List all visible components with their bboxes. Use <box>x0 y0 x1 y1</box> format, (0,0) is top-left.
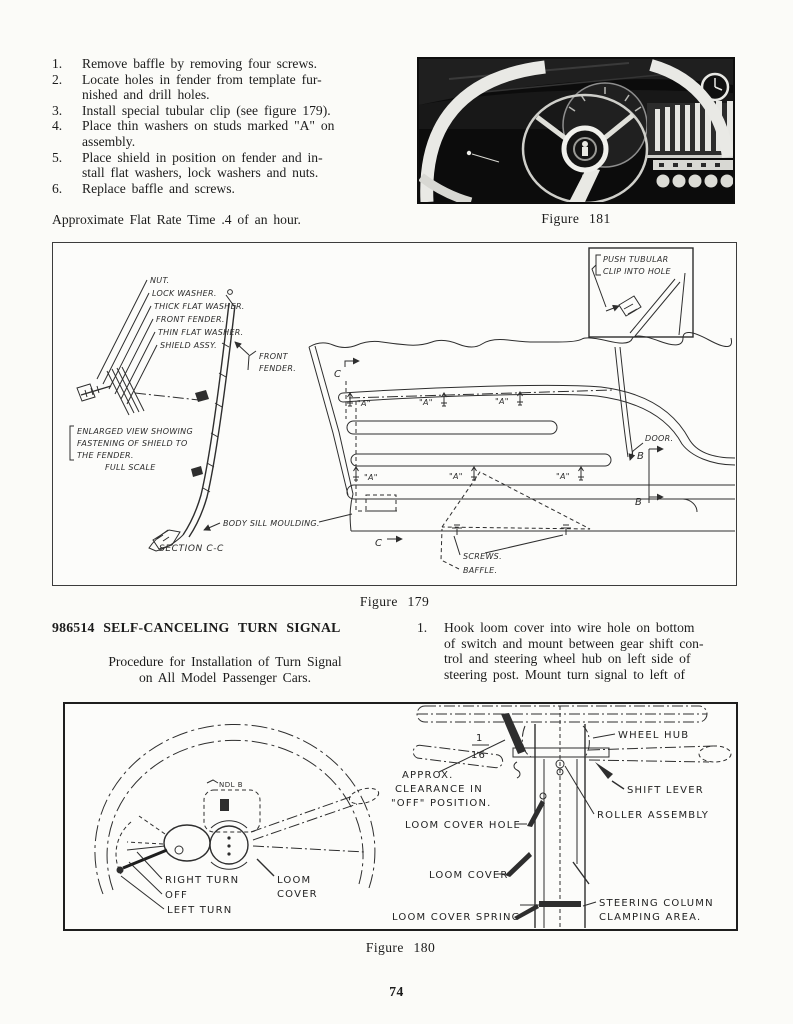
list-item: 3. Install special tubular clip (see figu… <box>52 103 400 119</box>
section-mark-c-top: C <box>334 369 341 380</box>
figure-180-caption: Figure 180 <box>365 940 436 955</box>
svg-text:"A": "A" <box>357 399 371 408</box>
enlarged-note-line2: FASTENING OF SHIELD TO <box>77 439 188 448</box>
turn-signal-steps-list: 1. Hook loom cover into wire hole on bott… <box>417 620 767 682</box>
label-right-turn: RIGHT TURN <box>165 875 239 886</box>
svg-text:"A": "A" <box>419 398 433 407</box>
label-loom-cover-spring: LOOM COVER SPRING <box>392 912 521 923</box>
step-number: 3. <box>52 102 63 118</box>
list-item: 2. Locate holes in fender from template f… <box>52 72 400 103</box>
svg-text:"A": "A" <box>364 473 378 482</box>
step-number: 1. <box>417 620 428 635</box>
section-heading: 986514 SELF-CANCELING TURN SIGNAL <box>52 620 341 635</box>
stud-a-marks: "A" "A" "A" "A" "A" "A" <box>347 391 584 482</box>
label-approx-line2: CLEARANCE IN <box>395 784 483 795</box>
label-thick-flat-washer: THICK FLAT WASHER. <box>154 302 245 311</box>
figure-180-drawing: NDL B RIGHT TURN OFF LEFT TURN LOOM <box>94 705 732 928</box>
flat-rate-note: Approximate Flat Rate Time .4 of an hour… <box>52 212 301 227</box>
step-text: Replace baffle and screws. <box>82 180 235 196</box>
label-thin-flat-washer: THIN FLAT WASHER. <box>158 328 244 337</box>
section-mark-b-top: B <box>637 451 644 462</box>
step-number: 2. <box>52 71 63 87</box>
section-mark-b-bottom: B <box>635 497 642 508</box>
hub-small-text: NDL B <box>219 781 243 789</box>
label-wheel-hub: WHEEL HUB <box>618 730 689 741</box>
label-loom-cover: LOOM COVER <box>429 870 509 881</box>
label-nut: NUT. <box>150 276 170 285</box>
svg-text:"A": "A" <box>556 472 570 481</box>
clearance-fraction-numerator: 1 <box>476 733 484 744</box>
inset-note-line1: PUSH TUBULAR <box>603 255 669 264</box>
list-item: 5. Place shield in position on fender and… <box>52 150 400 181</box>
installation-steps-list: 1. Remove baffle by removing four screws.… <box>52 56 400 196</box>
enlarged-note-line4: FULL SCALE <box>105 463 156 472</box>
enlarged-note-line1: ENLARGED VIEW SHOWING <box>77 427 193 436</box>
step-text: Remove baffle by removing four screws. <box>82 56 317 71</box>
label-screws: SCREWS. <box>463 552 502 561</box>
step-text: Hook loom cover into wire hole on bottom… <box>444 620 704 682</box>
label-front-fender-line1: FRONT <box>259 352 289 361</box>
figure-179-box: PUSH TUBULAR CLIP INTO HOLE NUT. LOCK WA… <box>52 242 737 586</box>
list-item: 4. Place thin washers on studs marked "A"… <box>52 118 400 149</box>
procedure-note: Procedure for Installation of Turn Signa… <box>108 654 342 685</box>
label-steering-column-line2: CLAMPING AREA. <box>599 912 701 923</box>
label-shift-lever: SHIFT LEVER <box>627 785 704 796</box>
step-number: 6. <box>52 180 63 196</box>
step-text: Locate holes in fender from template fur… <box>82 71 322 103</box>
step-number: 4. <box>52 118 63 134</box>
clearance-fraction-denominator: 16 <box>471 750 486 761</box>
figure-181-caption: Figure 181 <box>541 211 611 226</box>
label-baffle: BAFFLE. <box>463 566 497 575</box>
step-number: 1. <box>52 56 63 71</box>
step-text: Install special tubular clip (see figure… <box>82 102 331 118</box>
label-shield-assy: SHIELD ASSY. <box>160 341 217 350</box>
svg-text:"A": "A" <box>495 397 509 406</box>
label-door: DOOR. <box>645 434 673 443</box>
figure-179-caption: Figure 179 <box>359 594 430 609</box>
svg-text:"A": "A" <box>449 472 463 481</box>
label-roller-assembly: ROLLER ASSEMBLY <box>597 810 709 821</box>
label-body-sill-moulding: BODY SILL MOULDING. <box>223 519 320 528</box>
label-lock-washer: LOCK WASHER. <box>152 289 217 298</box>
label-section-cc: SECTION C-C <box>159 544 224 554</box>
dashboard-photo-art <box>419 59 733 202</box>
list-item: 6. Replace baffle and screws. <box>52 181 400 197</box>
label-loom-cover-left-line1: LOOM <box>277 875 311 886</box>
list-item: 1. Remove baffle by removing four screws. <box>52 56 400 72</box>
step-text: Place thin washers on studs marked "A" o… <box>82 118 335 149</box>
enlarged-note-line3: THE FENDER. <box>77 451 134 460</box>
figure-180-box: NDL B RIGHT TURN OFF LEFT TURN LOOM <box>63 702 738 931</box>
inset-note-line2: CLIP INTO HOLE <box>603 267 672 276</box>
step-text: Place shield in position on fender and i… <box>82 149 323 181</box>
figure-181-photo <box>417 57 735 204</box>
label-loom-cover-hole: LOOM COVER HOLE <box>405 820 521 831</box>
list-item: 1. Hook loom cover into wire hole on bott… <box>417 620 767 682</box>
label-front-fender-line2: FENDER. <box>259 364 296 373</box>
label-approx-line1: APPROX. <box>402 770 454 781</box>
step-number: 5. <box>52 149 63 165</box>
label-front-fender-stack: FRONT FENDER. <box>156 315 225 324</box>
label-left-turn: LEFT TURN <box>167 905 232 916</box>
section-mark-c-bottom: C <box>375 538 382 549</box>
figure-179-drawing: PUSH TUBULAR CLIP INTO HOLE NUT. LOCK WA… <box>69 247 735 575</box>
label-loom-cover-left-line2: COVER <box>277 889 318 900</box>
label-off: OFF <box>165 890 188 901</box>
label-steering-column-line1: STEERING COLUMN <box>599 898 714 909</box>
label-approx-line3: "OFF" POSITION. <box>391 798 492 809</box>
page-number: 74 <box>389 984 404 999</box>
